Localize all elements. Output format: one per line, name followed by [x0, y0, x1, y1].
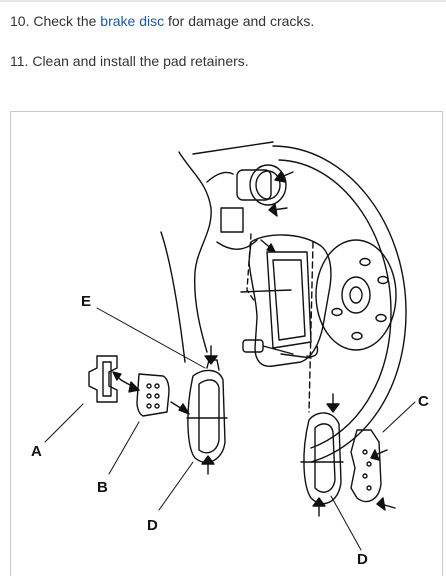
callout-d-right: D — [357, 551, 368, 568]
callout-leader-lines — [44, 307, 416, 551]
right-brake-pad-drawing — [300, 412, 344, 505]
step-11-text: 11. Clean and install the pad retainers. — [10, 52, 249, 70]
left-brake-pad-drawing — [186, 359, 228, 463]
pad-shim-c-drawing — [350, 429, 382, 503]
brake-disc-link[interactable]: brake disc — [100, 13, 165, 29]
page-top-divider — [0, 0, 446, 2]
step-10-number: 10. — [10, 13, 30, 29]
callout-c: C — [418, 393, 429, 410]
step-10-suffix: for damage and cracks. — [164, 13, 315, 29]
step-11-body: Clean and install the pad retainers. — [32, 53, 249, 69]
brake-assembly-illustration — [44, 141, 416, 551]
pad-retainer-a-drawing — [88, 355, 118, 403]
steering-knuckle-drawing — [160, 141, 292, 363]
installation-arrows — [112, 171, 396, 517]
callout-a: A — [31, 443, 42, 460]
brake-disc-drawing — [272, 145, 407, 463]
callout-d-left: D — [147, 517, 158, 534]
brake-pad-installation-figure: E A B C D D — [10, 111, 443, 576]
callout-b: B — [97, 479, 108, 496]
callout-e: E — [81, 293, 92, 310]
pad-shim-b-drawing — [136, 373, 170, 417]
step-11-number: 11. — [10, 53, 29, 69]
caliper-bracket-drawing — [242, 233, 332, 367]
step-10-text: 10. Check the brake disc for damage and … — [10, 12, 314, 30]
step-10-prefix: Check the — [33, 13, 101, 29]
